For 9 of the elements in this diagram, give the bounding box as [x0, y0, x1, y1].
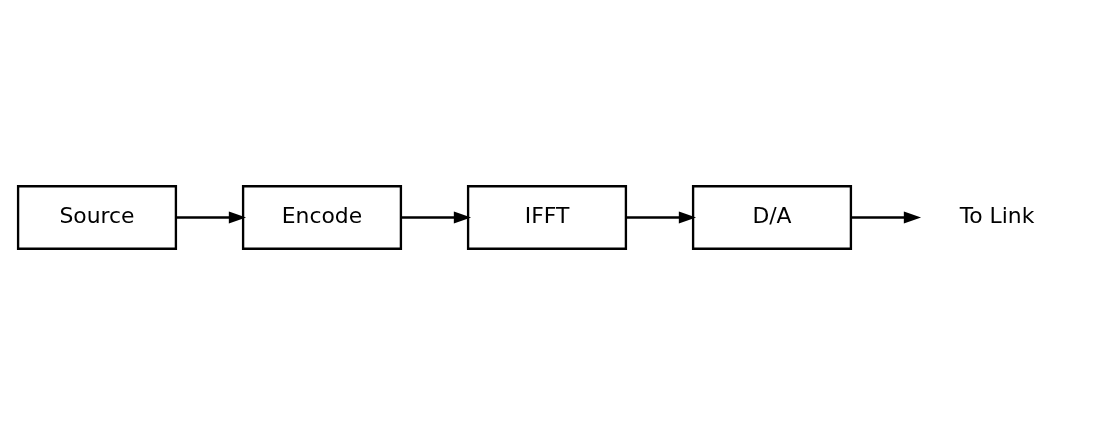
arrow	[176, 211, 247, 224]
arrow	[401, 211, 472, 224]
node-box: IFFT	[466, 185, 628, 250]
node-box: Encode	[241, 185, 403, 250]
arrow	[626, 211, 697, 224]
arrow	[851, 211, 922, 224]
node-box: D/A	[691, 185, 853, 250]
node-text: To Link	[959, 203, 1035, 229]
node-box: Source	[16, 185, 178, 250]
